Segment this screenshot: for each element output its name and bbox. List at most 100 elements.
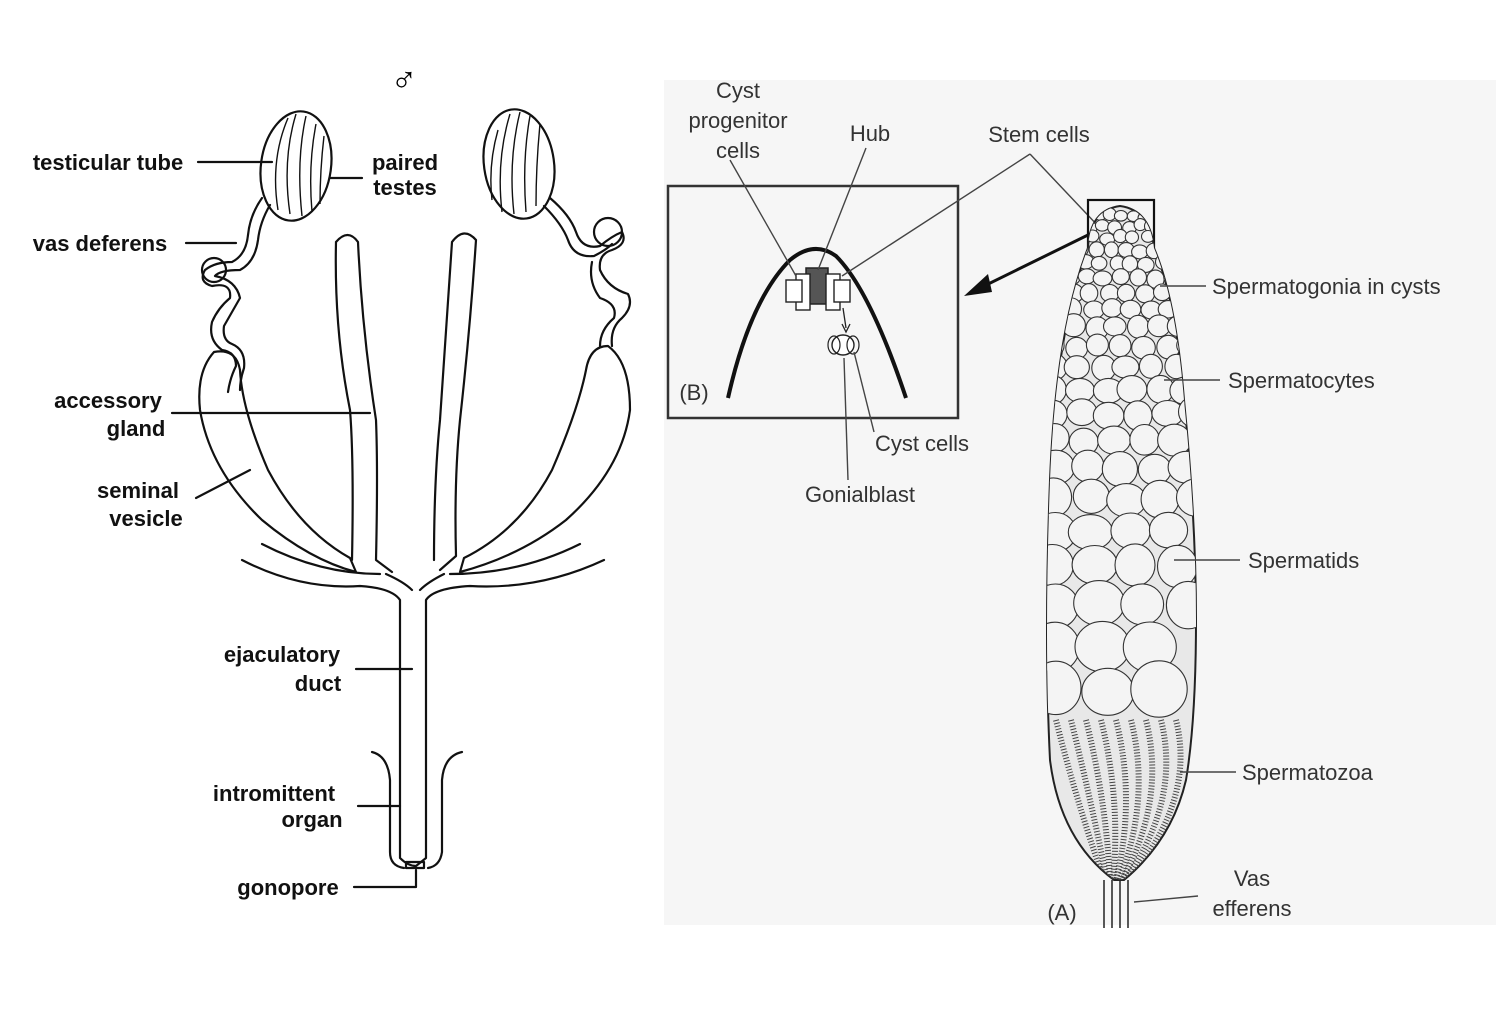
inset-panel-b: (B)	[666, 184, 960, 420]
label-cyst-progenitor-line1: Cyst	[716, 78, 760, 103]
label-intromittent-organ-line2: organ	[281, 807, 342, 832]
germ-cell	[1088, 241, 1105, 258]
spermatozoa-bundle	[1119, 719, 1156, 880]
germ-cell	[1110, 512, 1151, 550]
label-spermatogonia: Spermatogonia in cysts	[1212, 274, 1441, 299]
inset-panel-label: (B)	[679, 380, 708, 405]
germ-cell	[1071, 449, 1105, 483]
left-seminal-vesicle	[198, 350, 358, 574]
germ-cell	[1129, 268, 1148, 287]
germ-cell	[1165, 580, 1196, 630]
label-accessory-gland-line2: gland	[107, 416, 166, 441]
right-vas-deferens-outer	[542, 204, 616, 348]
testis-tube	[1046, 204, 1198, 928]
spermatozoa-bundle	[1053, 719, 1107, 880]
germ-cell	[1083, 300, 1105, 320]
label-stem-cells: Stem cells	[988, 122, 1089, 147]
germ-cell	[1047, 660, 1082, 716]
spermatozoa-bundle	[1083, 719, 1113, 880]
left-testis	[259, 110, 333, 222]
germ-cell	[1101, 298, 1123, 318]
male-symbol-icon: ♂	[391, 59, 418, 100]
zoom-arrowhead	[964, 274, 992, 296]
testis-diagram: (B)	[666, 78, 1441, 928]
right-accessory-gland	[432, 232, 478, 572]
main-panel-label: (A)	[1047, 900, 1076, 925]
left-accessory-gland	[334, 233, 394, 574]
germ-cell	[1092, 401, 1125, 430]
germ-cell	[1126, 314, 1150, 339]
germ-cell	[1114, 543, 1156, 587]
label-vas-deferens: vas deferens	[33, 231, 168, 256]
germ-cell	[1097, 425, 1131, 455]
gonopore	[404, 860, 426, 870]
vas-efferens-duct	[1103, 880, 1129, 928]
label-testicular-tube: testicular tube	[33, 150, 183, 175]
germ-cell	[1129, 423, 1160, 456]
label-seminal-vesicle-line2: vesicle	[109, 506, 182, 531]
germ-cell	[1085, 333, 1109, 357]
germ-cell	[1090, 255, 1108, 271]
ejaculatory-duct	[240, 542, 606, 868]
label-seminal-vesicle-line1: seminal	[97, 478, 179, 503]
germ-cell	[1116, 375, 1148, 404]
germ-cell	[1120, 583, 1165, 626]
germ-cell	[1063, 355, 1090, 380]
germ-cell	[1066, 398, 1098, 427]
label-ejaculatory-duct-line2: duct	[295, 671, 342, 696]
right-seminal-vesicle	[458, 344, 632, 574]
germ-cell	[1111, 355, 1140, 379]
germ-cell	[1124, 230, 1140, 245]
germ-cell	[1067, 514, 1114, 551]
label-cyst-cells: Cyst cells	[875, 431, 969, 456]
germ-cell	[1116, 283, 1136, 303]
germ-cell	[1108, 334, 1132, 358]
germ-cell	[1073, 580, 1126, 627]
left-vas-deferens	[201, 196, 264, 394]
spermatozoa-bundle	[1113, 719, 1129, 880]
label-hub: Hub	[850, 121, 890, 146]
hub-cells	[785, 267, 851, 311]
label-intromittent-organ-line1: intromittent	[213, 781, 336, 806]
right-vas-loop	[592, 216, 624, 248]
germ-cell	[1138, 353, 1163, 379]
spermatozoa-bundle	[1098, 719, 1119, 880]
germ-cell	[1103, 241, 1119, 259]
germ-cell	[1102, 316, 1127, 337]
label-cyst-progenitor-line3: cells	[716, 138, 760, 163]
zoom-arrow	[975, 232, 1091, 292]
left-vas-loop	[200, 256, 228, 284]
label-accessory-gland-line1: accessory	[54, 388, 162, 413]
germ-cell	[1113, 209, 1128, 222]
label-spermatocytes: Spermatocytes	[1228, 368, 1375, 393]
label-gonialblast: Gonialblast	[805, 482, 915, 507]
label-ejaculatory-duct-line1: ejaculatory	[224, 642, 341, 667]
germ-cell	[1106, 483, 1147, 518]
germ-cell	[1092, 270, 1113, 287]
germ-cell	[1074, 620, 1131, 673]
germ-cell	[1111, 268, 1130, 286]
germ-cell	[1071, 544, 1118, 585]
germ-cell	[1137, 453, 1172, 486]
main-leader-lines	[1133, 285, 1240, 903]
germ-cell	[1094, 219, 1110, 232]
germ-cell	[1175, 478, 1196, 517]
label-spermatids: Spermatids	[1248, 548, 1359, 573]
male-reproductive-diagram: ♂	[33, 59, 632, 900]
germ-cell	[1135, 284, 1156, 304]
germ-cell	[1148, 511, 1189, 549]
left-leader-lines	[170, 160, 418, 889]
label-paired-testes-line2: testes	[373, 175, 437, 200]
label-vas-efferens-line1: Vas	[1234, 866, 1270, 891]
germ-cell-cysts	[1047, 207, 1196, 880]
label-cyst-progenitor-line2: progenitor	[688, 108, 787, 133]
germ-cell	[1136, 256, 1155, 273]
division-arrow	[842, 307, 847, 329]
tube-apex-curve	[726, 247, 908, 399]
spermatozoa-bundle	[1116, 719, 1142, 880]
right-vas-deferens	[548, 196, 632, 348]
label-vas-efferens-line2: efferens	[1212, 896, 1291, 921]
label-gonopore: gonopore	[237, 875, 338, 900]
left-vas-deferens-outer	[213, 203, 272, 392]
